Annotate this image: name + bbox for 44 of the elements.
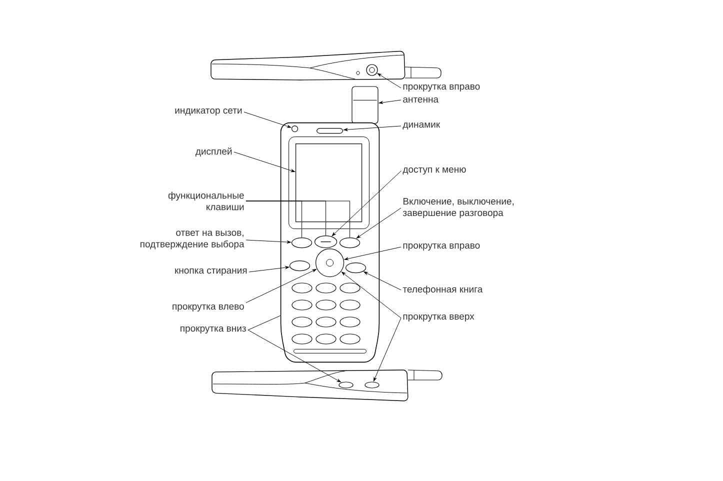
callout-label: прокрутка вверх xyxy=(403,314,474,322)
leader-line xyxy=(377,73,402,88)
leader-line xyxy=(364,272,402,290)
callout-label: Включение, выключение, завершение разговора xyxy=(402,198,514,218)
callout-label: прокрутка вниз xyxy=(180,326,246,334)
callout-label: прокрутка вправо xyxy=(403,243,480,251)
indicator-light xyxy=(292,126,298,132)
leader-line xyxy=(244,112,292,128)
side-button xyxy=(364,382,380,388)
callout-label: доступ к меню xyxy=(402,167,466,175)
callout-label: прокрутка влево xyxy=(172,304,244,312)
leader-line xyxy=(332,170,402,236)
leader-line xyxy=(344,246,402,260)
leader-line xyxy=(248,266,290,272)
leader-line xyxy=(378,100,402,104)
leader-line xyxy=(248,315,282,330)
soft-key xyxy=(314,236,338,248)
callout-label: прокрутка вправо xyxy=(403,84,480,92)
leader-line xyxy=(246,200,350,238)
leader-line xyxy=(344,126,402,132)
antenna xyxy=(352,86,378,124)
leader-line xyxy=(356,208,402,238)
leader-line xyxy=(246,269,316,303)
side-button xyxy=(366,64,378,76)
leader-line xyxy=(341,272,402,318)
leader-line xyxy=(234,152,296,172)
callout-label: ответ на вызов, подтверждение выбора xyxy=(140,230,244,250)
callout-label: телефонная книга xyxy=(402,286,483,294)
callout-label: антенна xyxy=(403,97,439,103)
soft-key xyxy=(340,237,360,248)
phonebook-key xyxy=(346,262,366,274)
callout-label: индикатор сети xyxy=(175,108,242,116)
callout-label: дисплей xyxy=(196,148,232,156)
leader-line xyxy=(373,318,402,382)
callout-label: динамик xyxy=(402,122,440,130)
side-button xyxy=(338,382,354,388)
clear-key xyxy=(290,260,310,272)
display-screen xyxy=(296,144,362,222)
soft-key xyxy=(292,237,312,248)
leader-line xyxy=(246,240,292,244)
callout-label: кнопка стирания xyxy=(175,268,247,276)
callout-label: функциональные клавиши xyxy=(168,192,244,210)
leader-line xyxy=(248,330,341,382)
speaker-slot xyxy=(316,128,344,134)
